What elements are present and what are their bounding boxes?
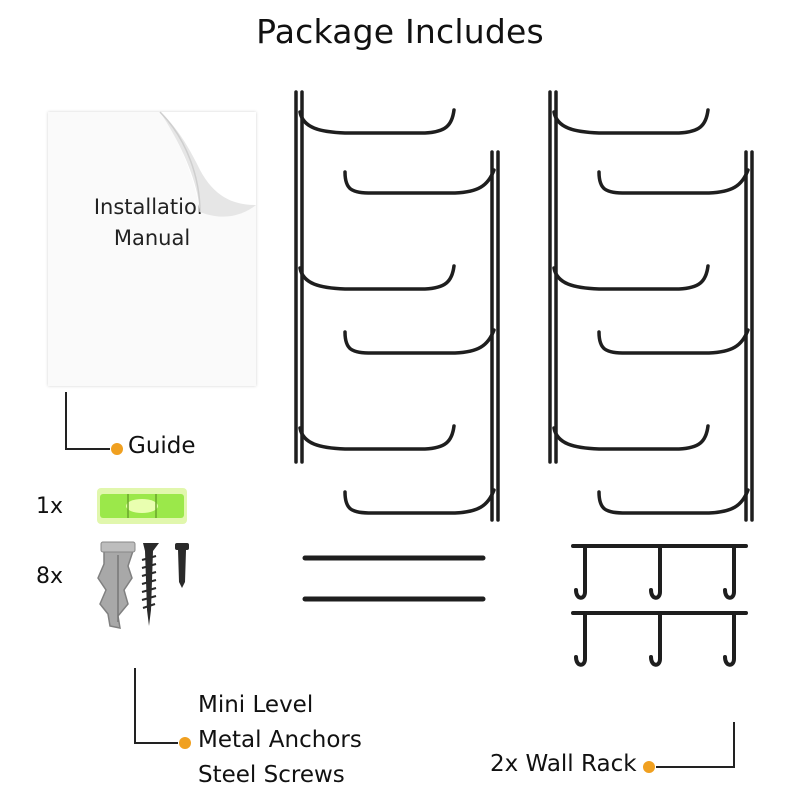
mini-level-icon [97,488,187,524]
hardware-leader-line [134,668,178,744]
short-screw-icon [175,543,189,588]
mini-level-label: Mini Level [198,692,314,718]
page-title: Package Includes [256,12,544,51]
manual-text-line1: Installation [93,195,211,219]
manual-text-line2: Manual [113,226,191,250]
wall-rack-label: 2x Wall Rack [490,751,637,777]
guide-leader-line [65,392,110,450]
hardware-quantity: 8x [36,564,64,589]
rack-leader-line [656,722,735,768]
level-quantity: 1x [36,494,64,519]
wall-rack-icon [294,90,500,522]
steel-screws-label: Steel Screws [198,762,345,788]
page-curl-icon [159,111,256,217]
guide-dot-icon [111,443,123,455]
metal-anchors-label: Metal Anchors [198,727,362,753]
hook-bar-icon [571,544,748,667]
hardware-dot-icon [179,737,191,749]
guide-label: Guide [128,433,196,459]
rack-dot-icon [643,761,655,773]
wall-rack-icon [548,90,754,522]
anchor-icon [97,541,136,629]
manual-text: Installation Manual [72,192,232,254]
screw-icon [141,543,159,626]
rod-icon [302,555,486,602]
